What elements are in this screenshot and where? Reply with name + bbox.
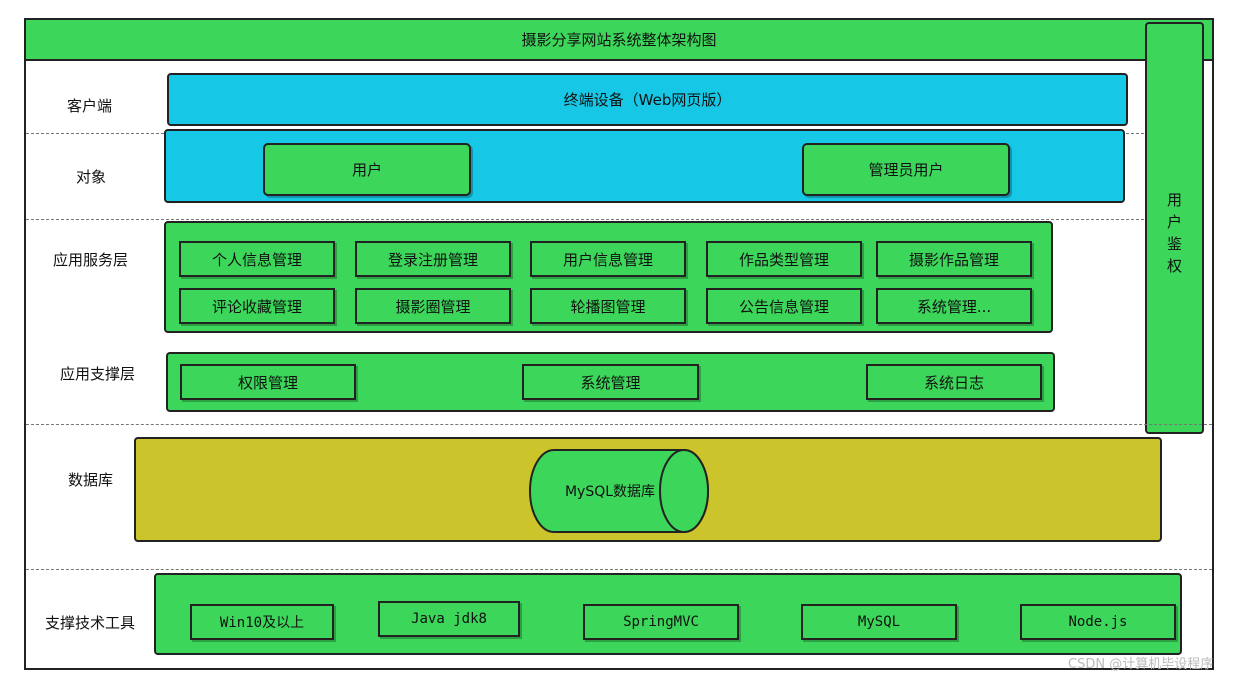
- service-label: 公告信息管理: [738, 297, 829, 316]
- user-auth-column: 用户鉴权: [1145, 22, 1204, 434]
- service-label: 登录注册管理: [387, 250, 478, 269]
- service-box: 系统管理...: [876, 288, 1032, 324]
- object-admin-label: 管理员用户: [868, 161, 944, 179]
- label-client: 客户端: [67, 97, 113, 115]
- label-database: 数据库: [68, 471, 114, 489]
- support-box-system: 系统管理: [522, 364, 699, 400]
- diagram-title-bar: 摄影分享网站系统整体架构图: [24, 18, 1214, 61]
- service-box: 登录注册管理: [355, 241, 511, 277]
- service-label: 摄影作品管理: [908, 250, 999, 269]
- diagram-frame: [24, 18, 1214, 670]
- service-label: 摄影圈管理: [395, 297, 471, 316]
- tool-box: Java jdk8: [378, 601, 520, 637]
- database-label: MySQL数据库: [564, 484, 656, 500]
- diagram-title: 摄影分享网站系统整体架构图: [521, 31, 717, 49]
- label-app-service: 应用服务层: [53, 251, 129, 269]
- tool-label: Node.js: [1068, 614, 1128, 630]
- tool-box: Node.js: [1020, 604, 1176, 640]
- support-box-permission: 权限管理: [180, 364, 356, 400]
- separator-2: [26, 219, 1144, 220]
- object-user-box: 用户: [263, 143, 471, 196]
- service-label: 个人信息管理: [211, 250, 302, 269]
- tool-label: Java jdk8: [411, 611, 487, 627]
- tool-box: SpringMVC: [583, 604, 739, 640]
- client-device-label: 终端设备（Web网页版）: [563, 91, 732, 109]
- user-auth-label: 用户鉴权: [1166, 191, 1182, 275]
- label-object: 对象: [76, 168, 107, 186]
- object-admin-box: 管理员用户: [802, 143, 1010, 196]
- separator-4: [26, 569, 1212, 570]
- service-box: 用户信息管理: [530, 241, 686, 277]
- service-box: 公告信息管理: [706, 288, 862, 324]
- support-label: 系统管理: [580, 373, 641, 392]
- support-label: 权限管理: [237, 373, 298, 392]
- service-box: 摄影作品管理: [876, 241, 1032, 277]
- watermark-text: CSDN @计算机毕设程序: [1068, 657, 1214, 672]
- client-device-panel: 终端设备（Web网页版）: [167, 73, 1128, 126]
- tool-label: SpringMVC: [623, 614, 699, 630]
- service-label: 作品类型管理: [738, 250, 829, 269]
- tool-label: Win10及以上: [219, 615, 305, 631]
- service-box: 摄影圈管理: [355, 288, 511, 324]
- service-label: 系统管理...: [916, 297, 992, 316]
- service-box: 轮播图管理: [530, 288, 686, 324]
- label-app-support: 应用支撑层: [60, 365, 136, 383]
- service-label: 评论收藏管理: [211, 297, 302, 316]
- tool-box: Win10及以上: [190, 604, 334, 640]
- service-label: 轮播图管理: [570, 297, 646, 316]
- separator-3: [26, 424, 1212, 425]
- service-box: 评论收藏管理: [179, 288, 335, 324]
- object-user-label: 用户: [351, 161, 382, 179]
- service-label: 用户信息管理: [562, 250, 653, 269]
- tool-box: MySQL: [801, 604, 957, 640]
- support-box-log: 系统日志: [866, 364, 1042, 400]
- label-tools: 支撑技术工具: [45, 614, 136, 632]
- service-box: 个人信息管理: [179, 241, 335, 277]
- support-label: 系统日志: [923, 373, 984, 392]
- database-cylinder-icon: [529, 449, 709, 533]
- tool-label: MySQL: [857, 614, 901, 630]
- service-box: 作品类型管理: [706, 241, 862, 277]
